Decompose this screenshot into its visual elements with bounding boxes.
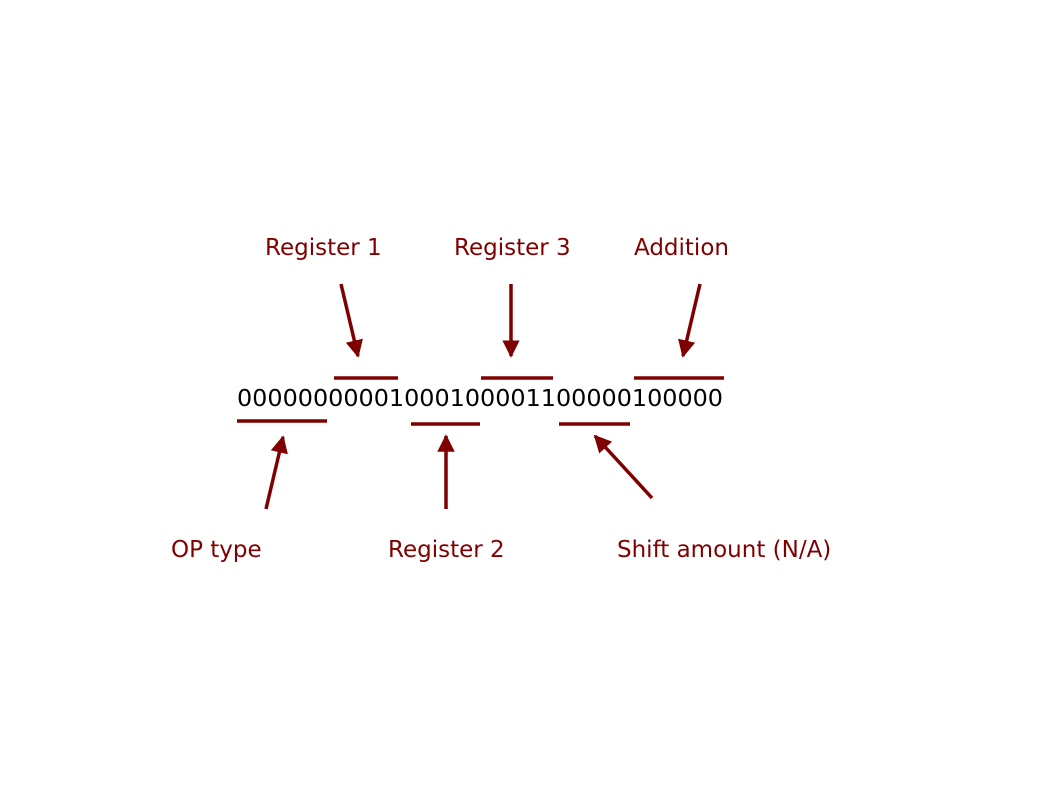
label-addition: Addition <box>634 235 729 261</box>
arrow-register-1 <box>339 283 363 358</box>
arrow-shift-amount <box>593 434 654 500</box>
label-register-1: Register 1 <box>265 235 382 261</box>
label-register-2: Register 2 <box>388 537 505 563</box>
arrow-op-type <box>264 435 288 510</box>
binary-instruction: 00000000001000100001100000100000 <box>237 386 723 412</box>
label-shift-amount: Shift amount (N/A) <box>617 537 831 563</box>
label-register-3: Register 3 <box>454 235 571 261</box>
arrow-addition <box>678 283 702 358</box>
label-op-type: OP type <box>171 537 262 563</box>
